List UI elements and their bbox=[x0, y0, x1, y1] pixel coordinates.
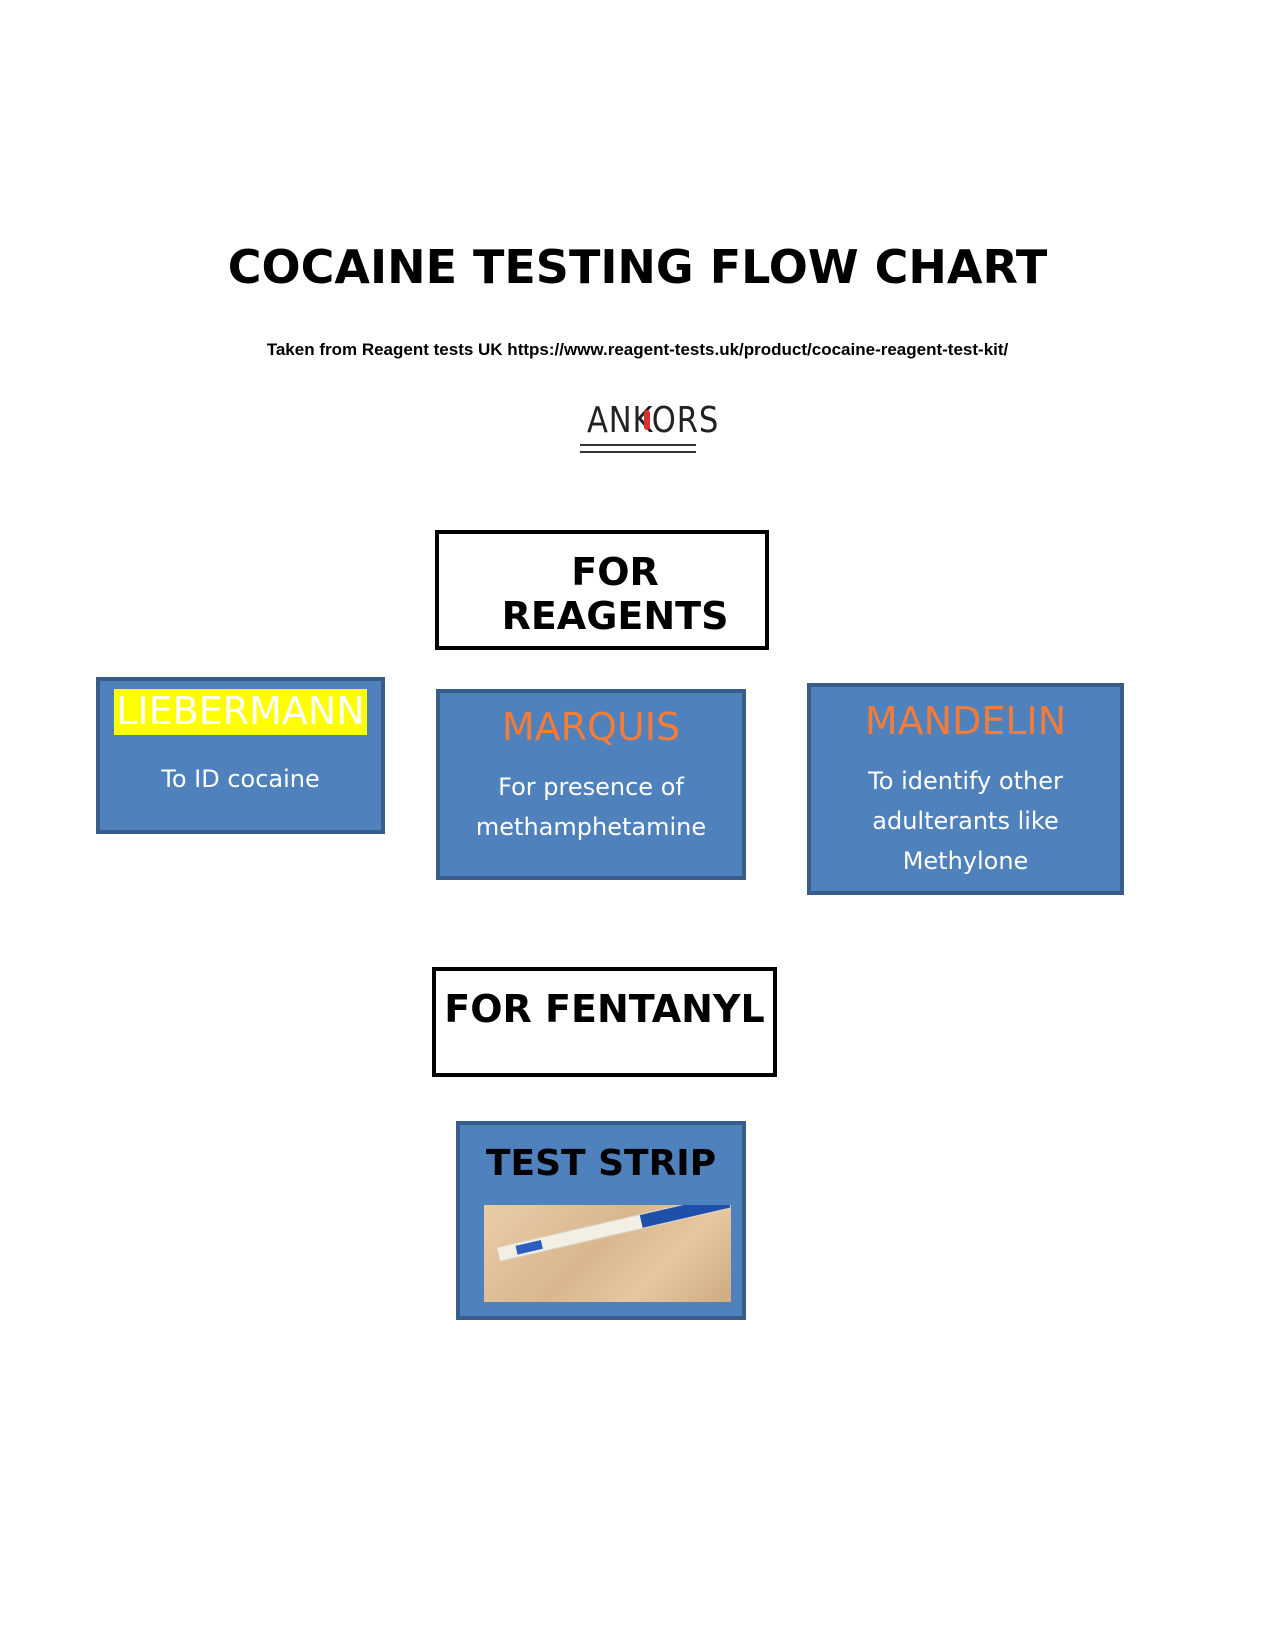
marquis-title: MARQUIS bbox=[501, 705, 681, 749]
marquis-description-line: methamphetamine bbox=[475, 812, 707, 841]
page-title: COCAINE TESTING FLOW CHART bbox=[227, 240, 1048, 294]
liebermann-box: LIEBERMANN To ID cocaine bbox=[96, 677, 385, 834]
mandelin-description-line: Methylone bbox=[902, 846, 1029, 875]
mandelin-title: MANDELIN bbox=[864, 699, 1067, 743]
reagents-section-label: FOR REAGENTS bbox=[501, 550, 729, 638]
test-strip-box: TEST STRIP bbox=[456, 1121, 746, 1320]
logo-wordmark: ANKORS bbox=[587, 400, 720, 441]
marquis-box: MARQUIS For presence of methamphetamine bbox=[436, 689, 746, 880]
strip-blue-band bbox=[639, 1205, 731, 1228]
logo-underline bbox=[580, 451, 696, 453]
mandelin-description-line: To identify other bbox=[868, 766, 1063, 795]
liebermann-description: To ID cocaine bbox=[161, 764, 320, 793]
fentanyl-section-label: FOR FENTANYL bbox=[444, 987, 765, 1031]
mandelin-description-line: adulterants like bbox=[872, 806, 1059, 835]
reagents-section-box: FOR REAGENTS bbox=[435, 530, 769, 650]
test-strip-title: TEST STRIP bbox=[485, 1143, 717, 1184]
mandelin-box: MANDELIN To identify other adulterants l… bbox=[807, 683, 1124, 895]
strip-label bbox=[515, 1239, 543, 1255]
source-citation: Taken from Reagent tests UK https://www.… bbox=[266, 340, 1009, 359]
ankors-logo: ANKORS bbox=[578, 400, 720, 460]
red-ribbon-icon bbox=[644, 410, 650, 430]
marquis-description-line: For presence of bbox=[498, 772, 684, 801]
fentanyl-section-box: FOR FENTANYL bbox=[432, 967, 777, 1077]
liebermann-title: LIEBERMANN bbox=[114, 689, 367, 735]
logo-underline bbox=[580, 444, 696, 446]
test-strip-image bbox=[496, 1205, 731, 1262]
fentanyl-test-strip-photo bbox=[484, 1205, 731, 1302]
